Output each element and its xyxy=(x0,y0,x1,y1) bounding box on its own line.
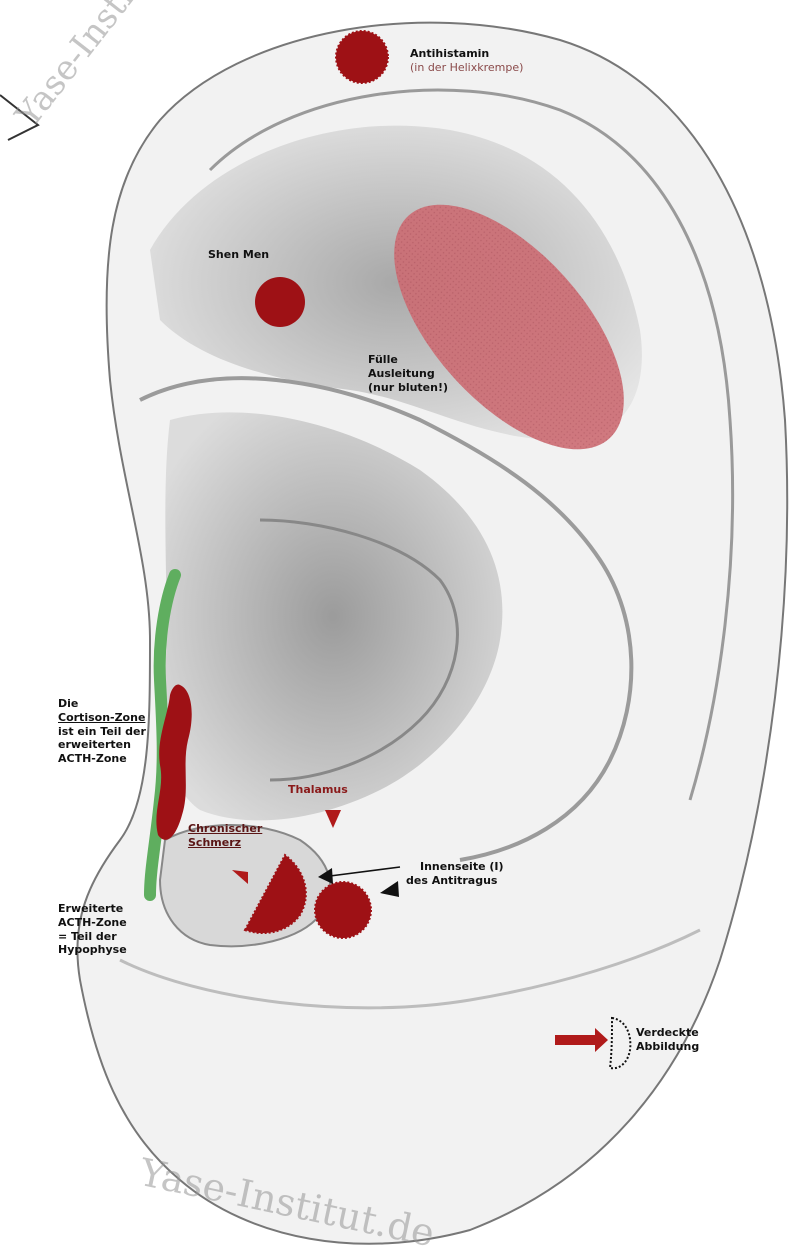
verdeckt-line-2: Abbildung xyxy=(636,1040,699,1054)
antihistamin-point xyxy=(336,31,388,83)
antitragus-inner-point xyxy=(315,882,371,938)
cortison-line-5: ACTH-Zone xyxy=(58,752,146,766)
erweitert-line-4: Hypophyse xyxy=(58,943,127,957)
cortison-line-2: Cortison-Zone xyxy=(58,711,146,725)
label-chronic-pain: Chronischer Schmerz xyxy=(188,822,262,850)
chronic-line-1: Chronischer xyxy=(188,822,262,836)
label-antihistamin: Antihistamin (in der Helixkrempe) xyxy=(410,47,523,75)
fuelle-line-2: Ausleitung xyxy=(368,367,448,381)
fuelle-line-1: Fülle xyxy=(368,353,448,367)
chronic-line-2: Schmerz xyxy=(188,836,262,850)
erweitert-line-3: = Teil der xyxy=(58,930,127,944)
label-erweiterte-acth: Erweiterte ACTH-Zone = Teil der Hypophys… xyxy=(58,902,127,957)
label-verdeckt: Verdeckte Abbildung xyxy=(636,1026,699,1054)
label-shen-men: Shen Men xyxy=(208,248,269,262)
shen-men-point xyxy=(255,277,305,327)
fuelle-line-3: (nur bluten!) xyxy=(368,381,448,395)
cortison-line-1: Die xyxy=(58,697,146,711)
innenseite-line-1: Innenseite (I) xyxy=(406,860,504,874)
verdeckt-line-1: Verdeckte xyxy=(636,1026,699,1040)
label-thalamus: Thalamus xyxy=(288,783,348,797)
cortison-line-3: ist ein Teil der xyxy=(58,725,146,739)
cortison-line-4: erweiterten xyxy=(58,738,146,752)
antihistamin-subtitle: (in der Helixkrempe) xyxy=(410,61,523,75)
erweitert-line-2: ACTH-Zone xyxy=(58,916,127,930)
innenseite-line-2: des Antitragus xyxy=(406,874,504,888)
antihistamin-title: Antihistamin xyxy=(410,47,523,61)
label-cortison-zone: Die Cortison-Zone ist ein Teil der erwei… xyxy=(58,697,146,766)
label-innenseite: Innenseite (I) des Antitragus xyxy=(406,860,504,888)
label-fuelle: Fülle Ausleitung (nur bluten!) xyxy=(368,353,448,394)
erweitert-line-1: Erweiterte xyxy=(58,902,127,916)
